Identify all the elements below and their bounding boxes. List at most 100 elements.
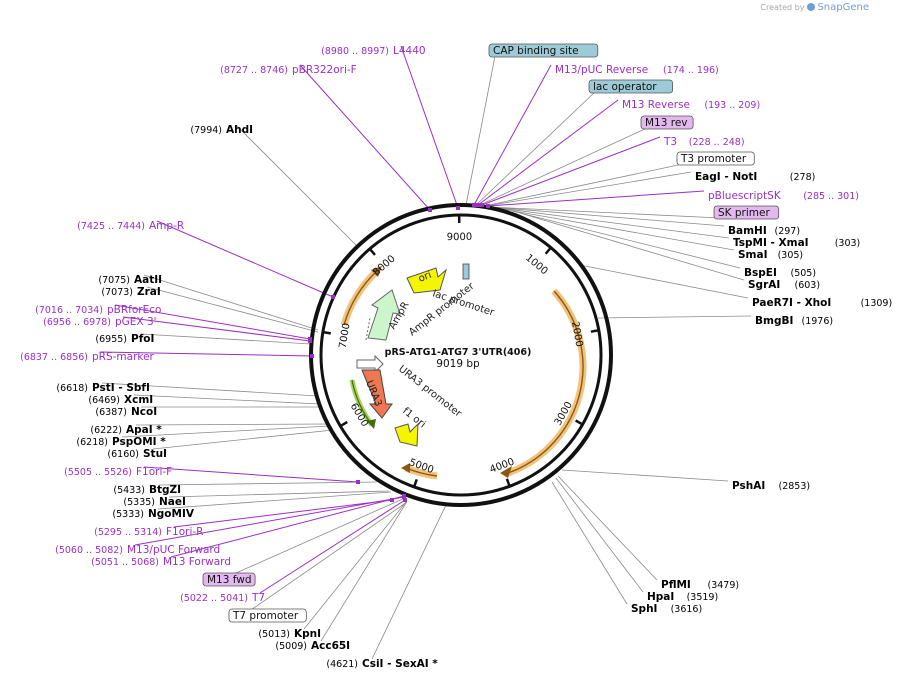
m13-reverse-label: M13 Reverse bbox=[622, 99, 690, 111]
leader-line-kpni bbox=[303, 501, 407, 630]
ruler-label-9000: 9000 bbox=[447, 232, 473, 243]
smai-label: SmaI bbox=[738, 249, 768, 261]
leader-line-prs-marker bbox=[99, 351, 313, 357]
m13-reverse-position: (193 .. 209) bbox=[704, 100, 760, 111]
pspomi-label: PspOMI * bbox=[112, 436, 166, 448]
leader-line-smai bbox=[490, 206, 735, 251]
ampr-promoter-arrow bbox=[356, 354, 384, 374]
leader-line-t7 bbox=[259, 499, 406, 594]
pbluescriptsk-position: (285 .. 301) bbox=[803, 191, 859, 202]
primer-site-m13-reverse bbox=[476, 203, 480, 207]
f1ori-r-label: F1ori-R bbox=[166, 526, 203, 538]
ori-label: ori bbox=[417, 270, 433, 285]
sk-primer-box bbox=[713, 205, 780, 220]
f1ori-f-position: (5505 .. 5526) bbox=[64, 467, 132, 478]
leader-line-sphi bbox=[551, 481, 628, 605]
leader-line-f1ori-f bbox=[143, 466, 359, 483]
xcmi-label: XcmI bbox=[124, 394, 153, 406]
leader-line-bspei bbox=[511, 210, 741, 269]
ruler-tick-5000 bbox=[412, 478, 418, 488]
leader-line-lac-operator bbox=[475, 91, 596, 206]
leader-line-l4440 bbox=[400, 45, 459, 209]
orf-arc-right bbox=[503, 288, 587, 478]
leader-line-hpai bbox=[555, 477, 644, 593]
ruler-tick-3000 bbox=[574, 419, 584, 426]
leader-line-btgzi bbox=[158, 481, 378, 486]
bamhi-label: BamHI bbox=[728, 225, 767, 237]
naei-label: NaeI bbox=[159, 496, 186, 508]
ori-arrow bbox=[406, 267, 447, 294]
cap-binding-site-box bbox=[488, 43, 599, 58]
m13-puc-forward-position: (5060 .. 5082) bbox=[55, 545, 123, 556]
t3-promoter-box bbox=[676, 151, 755, 166]
ampr-arrow bbox=[367, 289, 401, 341]
ruler-tick-2000 bbox=[590, 329, 600, 333]
pshai-position: (2853) bbox=[779, 481, 811, 492]
f1ori-f-label: F1ori-F bbox=[136, 466, 172, 478]
leader-lines bbox=[99, 45, 752, 660]
leader-line-eagi-noti bbox=[485, 171, 692, 207]
kpni-label: KpnI bbox=[294, 628, 321, 640]
ruler-label-8000: 8000 bbox=[371, 253, 397, 278]
primer-site-f1ori-r bbox=[390, 498, 394, 502]
leader-line-bamhi bbox=[489, 206, 725, 227]
leader-line-m13-reverse bbox=[477, 99, 619, 206]
leader-line-f1ori-r bbox=[173, 499, 393, 528]
leader-line-tspmi-xmai bbox=[490, 206, 730, 239]
t3-label: T3 bbox=[663, 136, 677, 148]
stui-position: (6160) bbox=[107, 449, 139, 460]
leader-line-psti-sbfi bbox=[101, 382, 319, 397]
orf-arcs bbox=[340, 266, 587, 480]
ngomiv-label: NgoMIV bbox=[148, 508, 195, 520]
t7-label: T7 bbox=[251, 592, 265, 604]
leader-line-t3 bbox=[481, 136, 661, 206]
ruler-label-2000: 2000 bbox=[569, 321, 584, 348]
primer-site-prs-marker bbox=[310, 354, 314, 358]
m13-fwd-label: M13 fwd bbox=[207, 574, 252, 586]
ruler-tick-8000 bbox=[368, 248, 376, 256]
smai-position: (305) bbox=[778, 250, 804, 261]
primer-site-m13-puc-reverse bbox=[472, 203, 476, 207]
leader-line-pbr322ori-f bbox=[299, 64, 431, 211]
pbrforeco-label: pBRforEco bbox=[107, 304, 161, 316]
plasmid-name: pRS-ATG1-ATG7 3'UTR(406) bbox=[385, 347, 532, 358]
primer-site-l4440 bbox=[456, 206, 460, 210]
bspei-label: BspEI bbox=[744, 267, 777, 279]
lac-operator-label: lac operator bbox=[593, 81, 657, 93]
leader-line-m13-puc-forward bbox=[134, 496, 405, 546]
prs-marker-position: (6837 .. 6856) bbox=[20, 352, 88, 363]
xcmi-position: (6469) bbox=[88, 395, 120, 406]
ahdi-label: AhdI bbox=[226, 124, 253, 136]
csii-sexai-position: (4621) bbox=[326, 659, 358, 670]
bmgbi-label: BmgBI bbox=[755, 315, 793, 327]
ura3-arrow bbox=[361, 369, 393, 419]
pfoi-position: (6955) bbox=[95, 334, 127, 345]
ngomiv-position: (5333) bbox=[112, 509, 144, 520]
zrai-position: (7073) bbox=[101, 287, 133, 298]
ruler-tick-1000 bbox=[544, 246, 552, 255]
outer-labels: L4440(8980 .. 8997)pBR322ori-F(8727 .. 8… bbox=[20, 43, 892, 670]
psti-sbfi-label: PstI - SbfI bbox=[92, 382, 150, 394]
bamhi-position: (297) bbox=[775, 226, 801, 237]
leader-line-aatii bbox=[143, 274, 319, 331]
pbr322ori-f-label: pBR322ori-F bbox=[292, 64, 357, 76]
leader-line-sgrai bbox=[519, 212, 745, 281]
credit-brand: SnapGene bbox=[817, 2, 869, 13]
primer-site-m13-forward bbox=[402, 494, 406, 498]
amp-r-label: Amp-R bbox=[149, 220, 184, 232]
sgrai-position: (603) bbox=[795, 280, 821, 291]
cap-binding-site-label: CAP binding site bbox=[493, 45, 579, 57]
f1ori-r-position: (5295 .. 5314) bbox=[94, 527, 162, 538]
leader-line-pflmi bbox=[557, 475, 658, 581]
ruler-label-7000: 7000 bbox=[338, 322, 353, 349]
leader-line-m13-forward bbox=[170, 495, 405, 558]
primer-site-pbluescriptsk bbox=[486, 204, 490, 208]
primer-site-f1ori-f bbox=[356, 480, 360, 484]
leader-line-naei bbox=[168, 490, 390, 498]
t7-promoter-label: T7 promoter bbox=[232, 610, 299, 622]
leader-line-t3-promoter bbox=[483, 163, 684, 207]
l4440-label: L4440 bbox=[393, 45, 426, 57]
apai-label: ApaI * bbox=[126, 424, 162, 436]
csii-sexai-label: CsiI - SexAI * bbox=[362, 658, 438, 670]
